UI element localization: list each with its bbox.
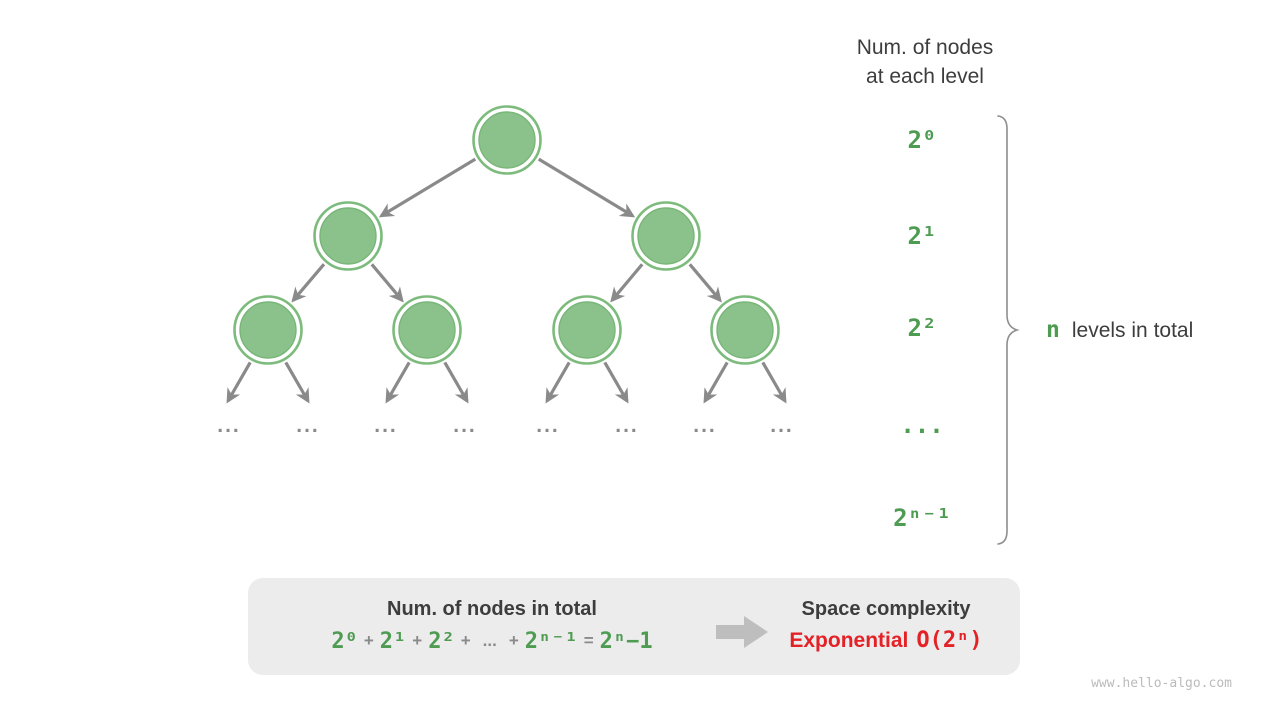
tree-edge <box>370 263 404 303</box>
nodes-total-formula: 2⁰ +2¹ +2² +... +2ⁿ⁻¹ = 2ⁿ−1 <box>272 629 712 654</box>
tree-edge <box>537 157 636 218</box>
implies-arrow-icon <box>716 616 768 648</box>
formula-ellipsis: ... <box>482 631 497 650</box>
plus-operator: + <box>460 631 471 650</box>
level-label-2^2: 2² <box>907 314 937 342</box>
tree-ellipsis: ... <box>615 414 639 437</box>
tree-edge <box>703 361 729 404</box>
tree-node <box>631 201 701 271</box>
tree-ellipsis: ... <box>296 414 320 437</box>
level-label-2^0: 2⁰ <box>907 126 937 154</box>
tree-ellipsis: ... <box>374 414 398 437</box>
tree-edge <box>385 361 411 404</box>
levels-total-text: levels in total <box>1071 319 1194 342</box>
tree-edge <box>688 263 722 303</box>
right-column-header: Num. of nodes at each level <box>820 33 1030 91</box>
tree-ellipsis: ... <box>536 414 560 437</box>
nodes-total-title: Num. of nodes in total <box>387 598 597 620</box>
plus-operator: + <box>508 631 519 650</box>
formula-term: 2¹ <box>379 629 407 654</box>
tree-ellipsis: ... <box>770 414 794 437</box>
tree-node <box>472 105 542 175</box>
tree-ellipsis: ... <box>217 414 241 437</box>
tree-nodes <box>233 105 780 365</box>
watermark: www.hello-algo.com <box>1091 676 1232 691</box>
formula-term: 2⁰ <box>331 629 358 654</box>
tree-ellipsis: ... <box>453 414 477 437</box>
level-label-2^n-1: 2ⁿ⁻¹ <box>893 504 951 532</box>
formula-term: 2² <box>428 629 455 654</box>
complexity-word: Exponential <box>789 629 909 652</box>
tree-edge <box>284 361 310 404</box>
tree-edge <box>291 263 326 303</box>
tree-edge <box>603 361 629 404</box>
level-label-2^1: 2¹ <box>907 222 937 250</box>
levels-brace <box>997 115 1020 545</box>
space-complexity-title: Space complexity <box>801 598 971 620</box>
tree-edge <box>443 361 469 404</box>
tree-edge <box>610 263 644 303</box>
tree-edges <box>226 157 787 404</box>
nodes-total-group: Num. of nodes in total 2⁰ +2¹ +2² +... +2ⁿ⁻¹… <box>272 597 712 654</box>
space-complexity-group: Space complexity Exponential O(2ⁿ) <box>766 597 1006 653</box>
formula-term: 2ⁿ⁻¹ <box>524 629 578 654</box>
n-symbol: n <box>1046 317 1060 343</box>
tree-edge <box>761 361 787 404</box>
complexity-big-o: O(2ⁿ) <box>916 628 983 653</box>
tree-node <box>392 295 462 365</box>
tree-node <box>313 201 383 271</box>
formula-result: 2ⁿ−1 <box>599 629 653 654</box>
tree-edge <box>545 361 571 404</box>
tree-edge <box>378 157 477 218</box>
header-line2: at each level <box>866 65 984 88</box>
space-complexity-value: Exponential O(2ⁿ) <box>766 628 1006 653</box>
header-line1: Num. of nodes <box>856 36 994 59</box>
plus-operator: + <box>412 631 423 650</box>
level-label-ellipsis: ... <box>900 411 944 439</box>
plus-operator: + <box>363 631 374 650</box>
levels-total-note: n levels in total <box>1046 317 1193 343</box>
tree-node <box>710 295 780 365</box>
tree-node <box>233 295 303 365</box>
summary-box: Num. of nodes in total 2⁰ +2¹ +2² +... +2ⁿ⁻¹… <box>248 578 1020 675</box>
tree-ellipsis: ... <box>693 414 717 437</box>
tree-edge <box>226 361 252 404</box>
tree-node <box>552 295 622 365</box>
equals-operator: = <box>583 631 594 650</box>
